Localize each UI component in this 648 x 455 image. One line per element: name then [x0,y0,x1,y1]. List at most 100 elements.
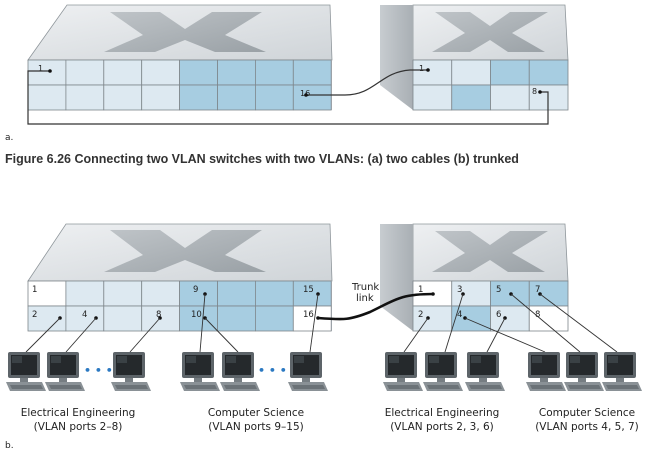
switch-port [65,59,105,86]
switch-port [490,84,530,111]
computer-icon [111,352,151,391]
switch-port [217,305,256,332]
switch-port [103,84,143,111]
group-ports: (VLAN ports 2–8) [34,421,123,433]
switch-port [412,59,453,86]
figure-caption: Figure 6.26 Connecting two VLAN switches… [5,152,519,166]
port-label: 5 [496,285,501,295]
computer-icon [465,352,505,391]
switch-port [528,59,569,86]
switch-port [412,84,453,111]
port-label: 1 [419,64,424,73]
switch-port [141,84,180,111]
switch-a-left: 1 16 [27,4,333,111]
switch-port [254,59,294,86]
computer-icon [564,352,604,391]
part-a: 1 16 1 8 a. [5,4,569,143]
computer-icon [180,352,220,391]
switch-port [179,59,218,86]
switch-port [217,280,256,307]
switch-port [292,84,332,111]
switch-port [412,305,453,332]
ellipsis-cs: • • • [258,364,287,377]
switch-logo-icon [432,231,548,272]
port-label: 2 [418,310,423,320]
port-label: 10 [191,310,202,320]
computer-icon [6,352,46,391]
switch-port [141,280,180,307]
switch-logo-icon [104,12,266,52]
computer-icon [288,352,328,391]
switch-port [217,84,256,111]
switch-port [451,280,491,307]
port-label: 16 [303,310,314,320]
part-b-label: b. [5,441,14,451]
trunk-label-line1: Trunk [351,282,379,293]
switch-logo-icon [104,230,266,272]
switch-port [528,84,569,111]
switch-port [451,59,491,86]
switch-port [292,59,332,86]
cable-ee [27,70,549,125]
group-name: Computer Science [208,407,304,419]
computer-icon [423,352,463,391]
computer-icon [602,352,642,391]
switch-port [490,59,530,86]
switch-b-right: 1 2 3 4 5 6 7 8 [380,223,569,332]
group-ports: (VLAN ports 2, 3, 6) [390,421,494,433]
switch-port [254,305,294,332]
switch-port [528,280,569,307]
group-name: Computer Science [539,407,635,419]
port-label: 4 [457,310,462,320]
group-labels: Electrical Engineering (VLAN ports 2–8) … [21,407,639,433]
port-label: 8 [532,87,537,96]
port-label: 2 [32,310,37,320]
port-label: 1 [418,285,423,295]
switch-port [292,280,332,307]
computer-icon [383,352,423,391]
port-label: 1 [38,64,43,73]
switch-b-left: 1 2 4 8 9 10 15 16 [27,223,333,332]
part-a-label: a. [5,133,13,143]
switch-port [141,59,180,86]
group-ports: (VLAN ports 4, 5, 7) [535,421,639,433]
port-label: 8 [535,310,540,320]
switch-port [451,84,491,111]
switch-port [103,280,143,307]
trunk-cable [317,292,434,321]
port-label: 4 [82,310,87,320]
group-name: Electrical Engineering [385,407,500,419]
part-b: 1 2 4 8 9 10 15 16 1 2 3 4 5 6 7 8 Trunk link [5,223,642,451]
switch-logo-icon [432,12,548,52]
port-label: 6 [496,310,501,320]
switch-port [179,84,218,111]
host-cables [25,293,618,353]
switch-port [217,59,256,86]
port-label: 9 [193,285,198,295]
switch-port [254,280,294,307]
port-label: 1 [32,285,37,295]
switch-port [490,305,530,332]
switch-port [103,59,143,86]
group-ports: (VLAN ports 9–15) [208,421,303,433]
port-label: 8 [156,310,161,320]
switch-port [254,84,294,111]
switch-port [65,84,105,111]
switch-port [27,84,67,111]
group-name: Electrical Engineering [21,407,136,419]
ellipsis-ee: • • • [84,364,113,377]
computer-icon [220,352,260,391]
switch-port [27,59,67,86]
switch-port [179,280,218,307]
trunk-label-line2: link [356,293,374,304]
port-label: 3 [457,285,462,295]
switch-a-right: 1 8 [380,4,569,111]
cable-cs [306,69,428,96]
switch-port [65,280,105,307]
port-label: 7 [535,285,540,295]
port-label: 15 [303,285,314,295]
switch-port [103,305,143,332]
computer-icon [526,352,566,391]
computer-icon [45,352,85,391]
